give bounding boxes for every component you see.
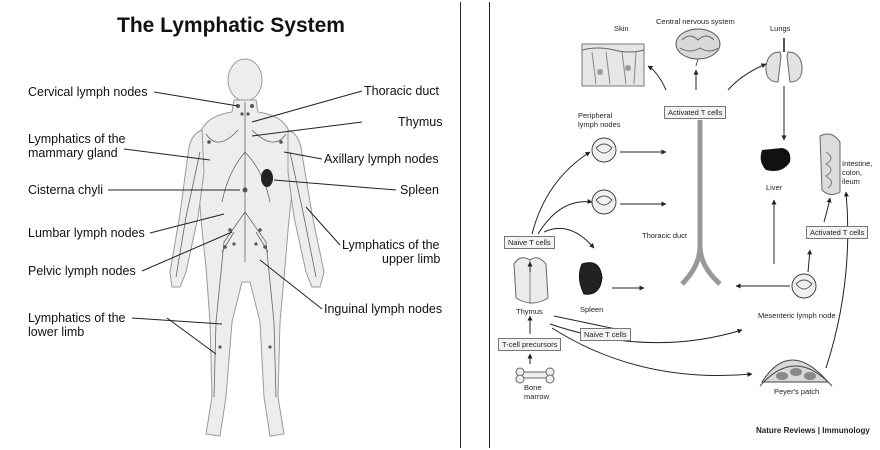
spleen-icon: [579, 263, 602, 295]
label-lower-limb-line-1: Lymphatics of the: [28, 311, 126, 325]
credit-text: Nature Reviews | Immunology: [756, 426, 870, 435]
label-mammary-line-2: mammary gland: [28, 146, 118, 160]
torso-outline: [198, 100, 293, 436]
lymphatic-system-panel: The Lymphatic System: [2, 2, 461, 448]
label-inguinal-lymph-nodes: Inguinal lymph nodes: [324, 302, 442, 316]
brain-icon: [676, 29, 720, 66]
lymph-node-icon: [592, 190, 616, 214]
label-skin: Skin: [614, 25, 629, 34]
label-cervical-lymph-nodes: Cervical lymph nodes: [28, 85, 148, 99]
t-cell-diagram: [490, 2, 879, 448]
label-lumbar-lymph-nodes: Lumbar lymph nodes: [28, 226, 145, 240]
liver-icon: [761, 148, 791, 171]
label-t-cell-precursors: T-cell precursors: [498, 338, 561, 351]
intestine-icon: [820, 134, 840, 195]
label-naive-t-cells-bottom: Naive T cells: [580, 328, 631, 341]
spleen-organ: [261, 169, 273, 187]
label-axillary-lymph-nodes: Axillary lymph nodes: [324, 152, 439, 166]
label-activated-t-cells-right: Activated T cells: [806, 226, 868, 239]
peyers-patch-icon: [760, 360, 832, 386]
label-upper-limb-line-2: upper limb: [382, 252, 440, 266]
label-peyers-patch: Peyer's patch: [774, 388, 819, 397]
bone-marrow-icon: [516, 368, 554, 383]
label-thoracic-duct: Thoracic duct: [642, 232, 687, 241]
mesenteric-lymph-node-icon: [792, 274, 816, 298]
label-liver: Liver: [766, 184, 782, 193]
label-cisterna-chyli: Cisterna chyli: [28, 183, 103, 197]
label-lungs: Lungs: [770, 25, 790, 34]
label-pelvic-lymph-nodes: Pelvic lymph nodes: [28, 264, 136, 278]
label-thymus: Thymus: [398, 115, 442, 129]
left-arm-outline: [170, 130, 204, 287]
label-peripheral-line-2: lymph nodes: [578, 121, 621, 130]
label-mesenteric-lymph-node: Mesenteric lymph node: [758, 312, 836, 321]
skin-tissue-icon: [582, 44, 644, 86]
thymus-icon: [514, 258, 548, 304]
label-lower-limb-line-2: lower limb: [28, 325, 84, 339]
label-thoracic-duct: Thoracic duct: [364, 84, 439, 98]
label-activated-t-cells-top: Activated T cells: [664, 106, 726, 119]
label-bone-marrow-line-2: marrow: [524, 393, 549, 402]
label-mammary-line-1: Lymphatics of the: [28, 132, 126, 146]
lungs-icon: [766, 38, 802, 82]
label-naive-t-cells-left: Naive T cells: [504, 236, 555, 249]
label-upper-limb-line-1: Lymphatics of the: [342, 238, 440, 252]
label-intestine-line-3: ileum: [842, 178, 860, 187]
label-spleen: Spleen: [400, 183, 439, 197]
body-figure: [2, 2, 460, 448]
peripheral-lymph-node-icon: [592, 138, 616, 162]
label-central-nervous-system: Central nervous system: [656, 18, 735, 27]
thoracic-duct-vessel: [682, 120, 720, 284]
t-cell-circulation-panel: Skin Central nervous system Lungs Activa…: [489, 2, 879, 448]
label-spleen: Spleen: [580, 306, 603, 315]
head-outline: [228, 59, 262, 101]
label-thymus: Thymus: [516, 308, 543, 317]
